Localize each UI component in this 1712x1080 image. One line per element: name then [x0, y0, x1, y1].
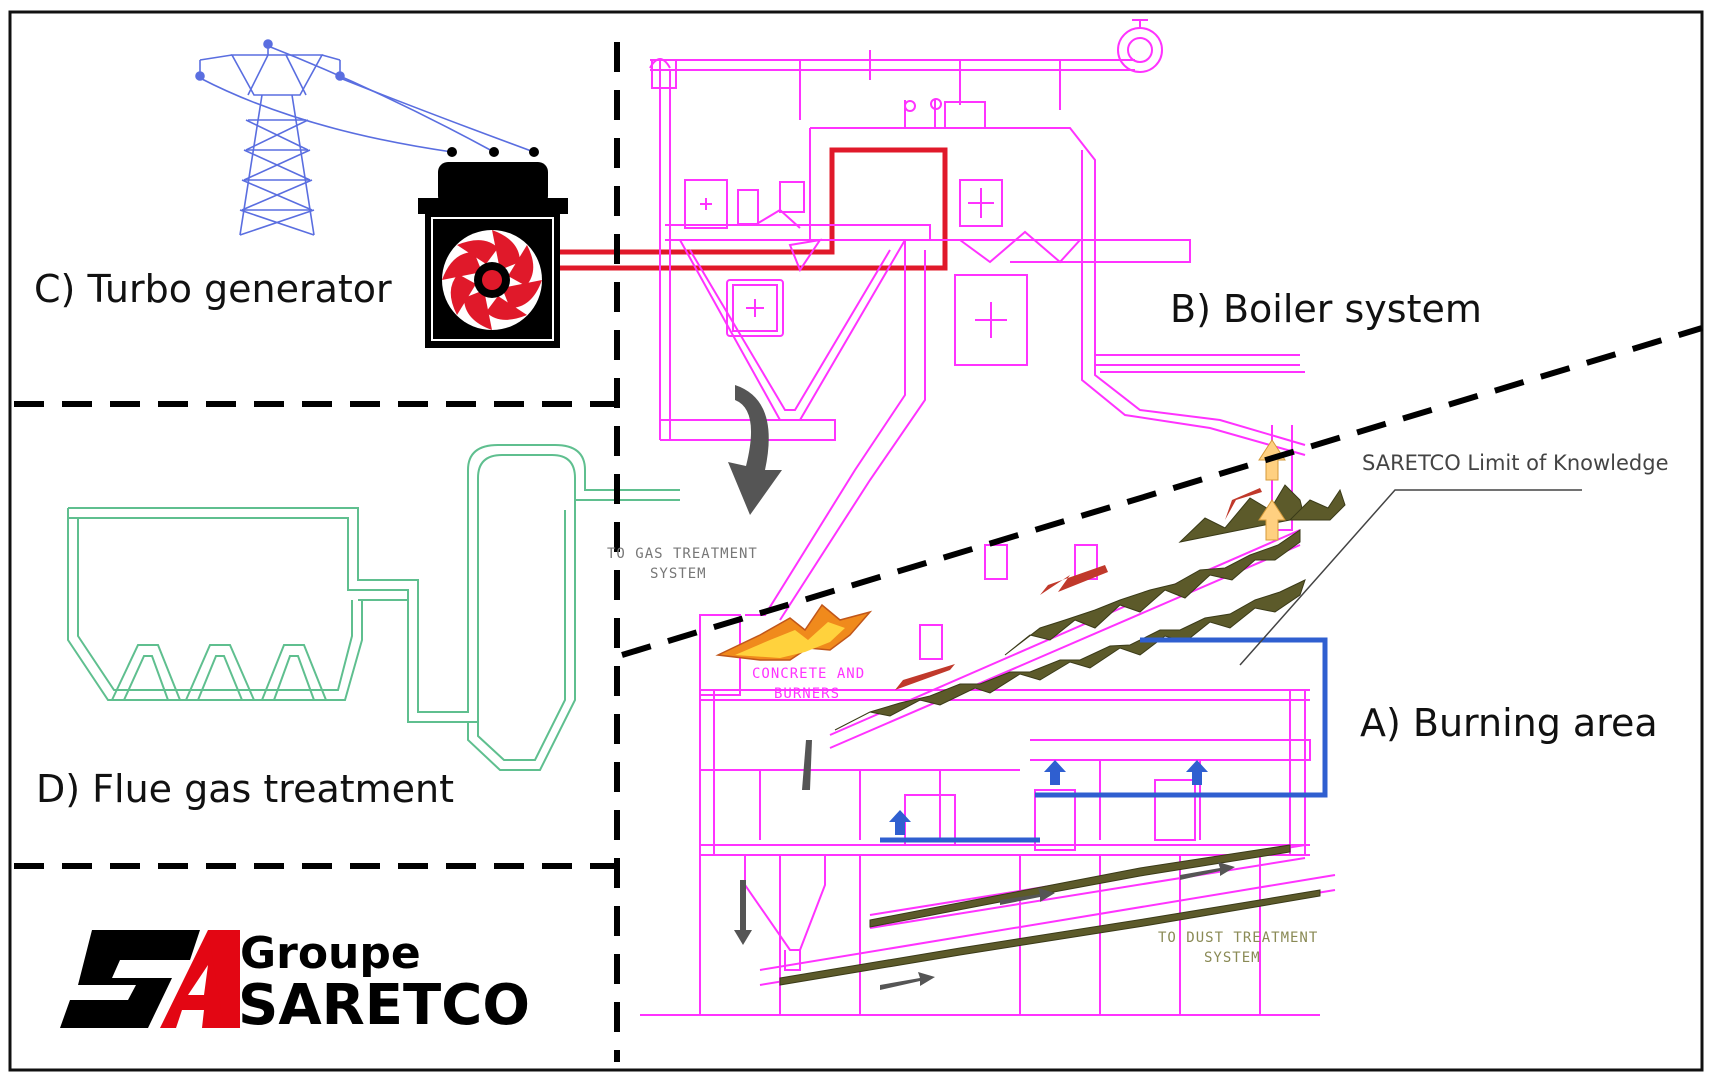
flame-icon: [715, 603, 873, 661]
transmission-tower: [195, 39, 535, 236]
concrete-label-1: CONCRETE AND: [752, 666, 865, 682]
air-arrow-icon: [895, 664, 955, 690]
ash-down-arrow-icon: [734, 880, 752, 945]
air-arrow-icon: [1225, 488, 1262, 520]
generator-unit: [418, 147, 568, 348]
zone-dividers: [14, 42, 1703, 1062]
divider-ab: [621, 325, 1703, 658]
logo-text-saretco: SARETCO: [238, 973, 530, 1038]
section-label-turbo-generator: C) Turbo generator: [34, 267, 392, 311]
saretco-logo: Groupe SARETCO: [60, 928, 530, 1038]
concrete-label-2: BURNERS: [774, 686, 840, 702]
water-circuit: [880, 637, 1328, 843]
gas-treatment-label-1: TO GAS TREATMENT: [607, 546, 758, 562]
section-label-flue-gas: D) Flue gas treatment: [36, 767, 454, 811]
waste-bed: [779, 484, 1346, 986]
flue-gas-arrow-icon: [728, 385, 782, 515]
air-up-arrow-icon: [889, 810, 911, 835]
ash-down-arrow-icon: [802, 740, 812, 790]
flue-gas-treatment-drawing: [67, 444, 680, 771]
dust-treatment-label-1: TO DUST TREATMENT: [1158, 930, 1318, 946]
limit-leader-line: [1239, 489, 1582, 666]
air-arrow-icon: [1040, 565, 1108, 595]
process-arrows: [728, 385, 1286, 990]
air-up-arrow-icon: [1044, 760, 1066, 785]
dust-treatment-label-2: SYSTEM: [1204, 950, 1261, 966]
outer-frame: [8, 10, 1704, 1072]
boiler-drawing: [640, 19, 1336, 1016]
section-label-burning-area: A) Burning area: [1360, 701, 1658, 745]
steam-up-arrow-icon: [1258, 499, 1286, 541]
turbine-blades: [442, 230, 542, 330]
limit-of-knowledge-label: SARETCO Limit of Knowledge: [1362, 451, 1669, 475]
steam-line: [560, 147, 948, 271]
gas-treatment-label-2: SYSTEM: [650, 566, 707, 582]
air-up-arrow-icon: [1186, 760, 1208, 785]
logo-text-groupe: Groupe: [240, 928, 421, 979]
section-label-boiler-system: B) Boiler system: [1170, 287, 1482, 331]
sa-monogram: [60, 930, 240, 1028]
